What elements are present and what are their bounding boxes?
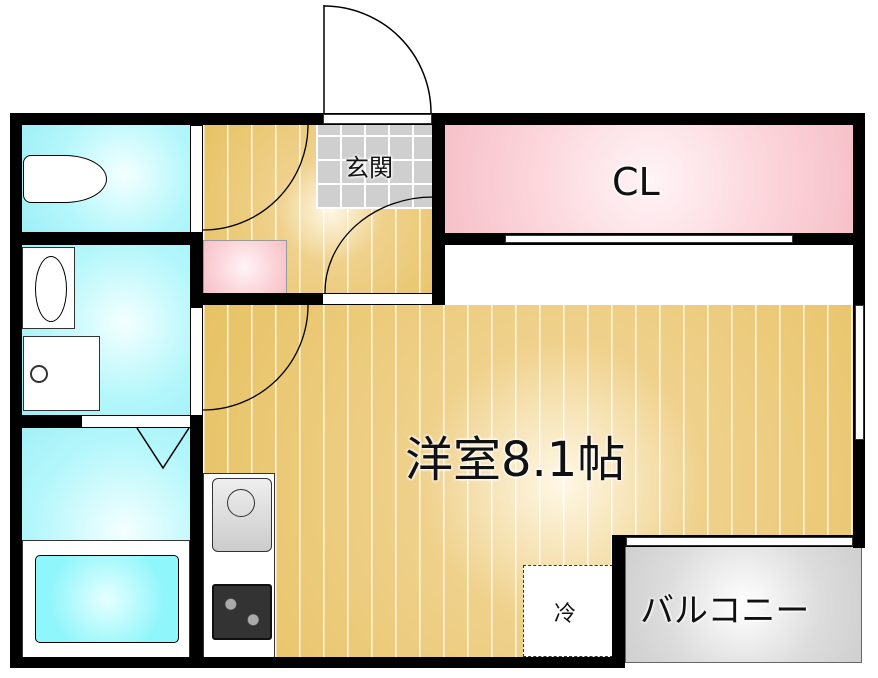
wall — [10, 113, 22, 668]
fridge-space: 冷 — [523, 565, 613, 657]
kitchen-counter — [203, 473, 275, 658]
closet — [445, 125, 855, 235]
closet-door[interactable] — [505, 235, 793, 243]
toilet-icon — [23, 155, 107, 203]
sink-basin-icon — [22, 247, 75, 329]
shoe-box — [203, 240, 287, 294]
entrance-opening — [323, 114, 432, 124]
closet-label: CL — [612, 160, 660, 204]
fridge-label: 冷 — [554, 602, 577, 627]
wall — [612, 535, 625, 668]
balcony-window[interactable] — [626, 537, 853, 546]
wall — [10, 232, 203, 245]
bath-door-mark — [135, 427, 190, 473]
door-swing-icon — [324, 196, 433, 294]
washing-machine-pan-icon — [23, 336, 100, 411]
toilet-door-opening — [191, 126, 202, 232]
door-swing-icon — [203, 305, 309, 411]
entry-door[interactable] — [323, 5, 433, 115]
bathtub — [22, 540, 190, 658]
side-window[interactable] — [855, 305, 864, 440]
western-room-label: 洋室8.1帖 — [405, 432, 626, 488]
washroom-door-opening — [191, 308, 202, 415]
gas-stove-icon — [212, 584, 272, 640]
bath-door-opening — [82, 416, 190, 427]
wall — [10, 657, 625, 668]
entrance-floor — [316, 125, 433, 209]
wall — [432, 113, 445, 305]
balcony — [625, 545, 862, 663]
balcony-label: バルコニー — [640, 591, 810, 631]
door-swing-icon — [203, 125, 309, 231]
kitchen-sink-icon — [212, 478, 272, 552]
entrance-label: 玄関 — [345, 154, 393, 182]
door-swing-icon — [323, 5, 432, 114]
room-door-opening — [323, 294, 432, 304]
